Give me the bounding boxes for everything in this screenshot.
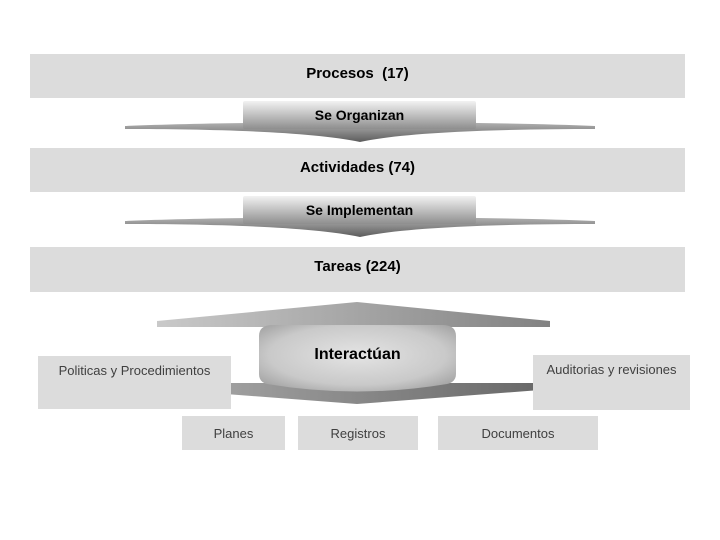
side-box-politicas: Politicas y Procedimientos [38,356,231,409]
level-label-tareas: Tareas (224) [314,258,401,275]
bottom-box-planes-label: Planes [213,425,254,441]
level-bar-tareas: Tareas (224) [30,247,685,292]
swoosh-arrow-graphic [125,101,595,142]
double-arrow-graphic [157,302,553,404]
level-label-procesos: Procesos (17) [306,64,409,82]
interaction-label: Interactúan [314,346,401,363]
level-bar-procesos: Procesos (17) [30,54,685,98]
connector-label-se-organizan: Se Organizan [314,106,405,123]
connector-label-se-implementan: Se Implementan [305,201,414,218]
bottom-box-documentos-label: Documentos [481,425,555,441]
bottom-box-documentos: Documentos [438,416,598,450]
side-box-auditorias: Auditorias y revisiones [533,355,690,410]
side-box-auditorias-label: Auditorias y revisiones [546,362,677,377]
connector-se-organizan: Se Organizan [120,98,600,146]
level-bar-actividades: Actividades (74) [30,148,685,192]
level-label-actividades: Actividades (74) [299,158,416,176]
bottom-box-registros-label: Registros [330,425,386,441]
swoosh-arrow-graphic [125,196,595,237]
bottom-box-planes: Planes [182,416,285,450]
interaction-arrow: Interactúan [150,298,570,412]
connector-se-implementan: Se Implementan [120,193,600,241]
bottom-box-registros: Registros [298,416,418,450]
side-box-politicas-label: Politicas y Procedimientos [58,363,211,378]
